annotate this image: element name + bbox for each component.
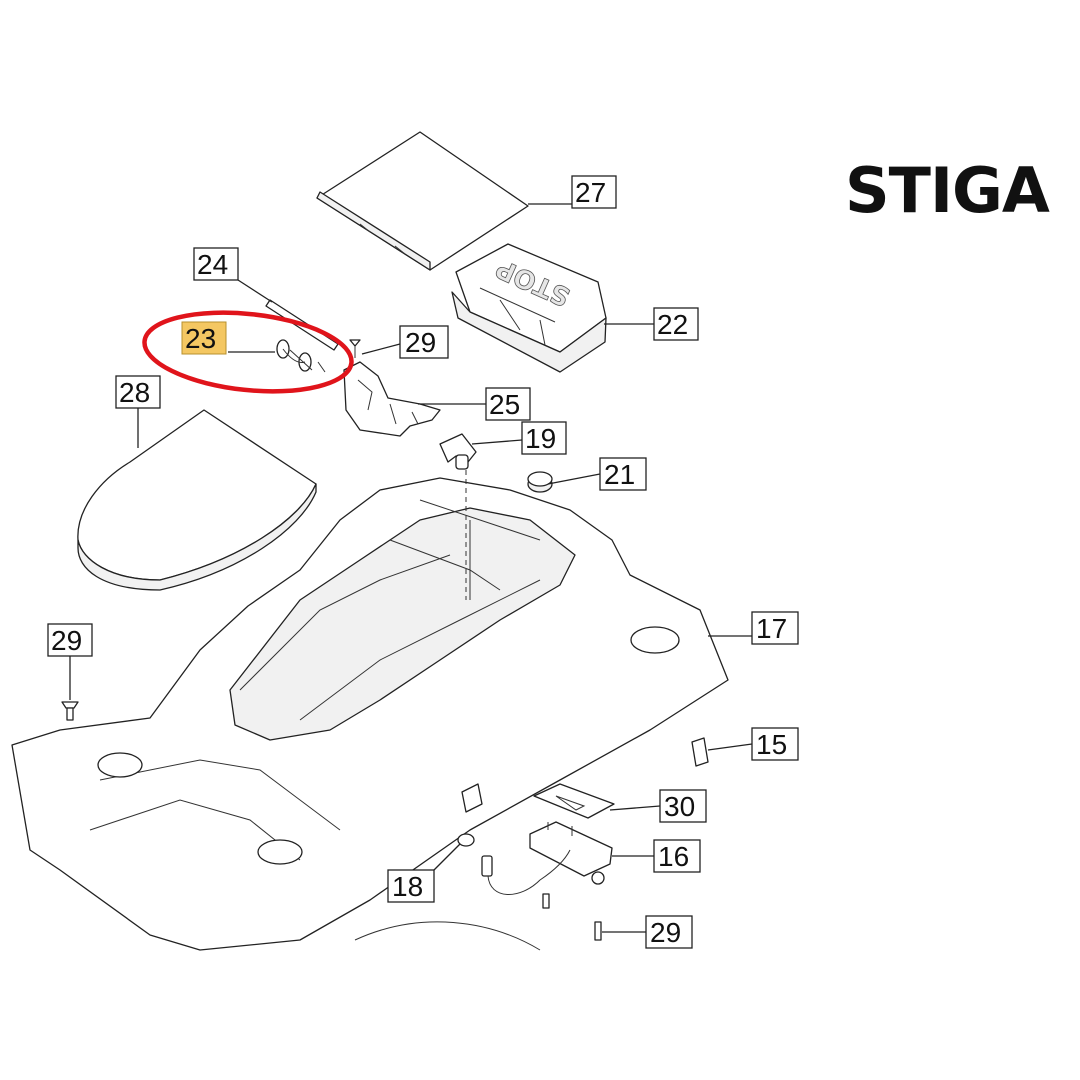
part-25-hinge-bracket (343, 361, 441, 437)
callout-21: 21 (599, 457, 647, 491)
part-15-clip (691, 737, 709, 767)
callout-22: 22 (653, 307, 699, 341)
callout-30: 30 (659, 789, 707, 823)
callout-16: 16 (653, 839, 701, 873)
callout-18: 18 (387, 869, 435, 903)
part-30-gasket (533, 783, 615, 819)
part-28-side-lid (77, 409, 317, 591)
callout-label: 30 (664, 791, 695, 822)
part-21-nut (527, 471, 553, 493)
part-29-screw-bottom (542, 893, 602, 941)
part-17-body-shell (11, 477, 729, 951)
part-23-spring (276, 339, 326, 373)
part-27-lid-cover (316, 131, 529, 271)
part-18-magnet-cable (457, 783, 571, 895)
callout-label: 23 (185, 323, 216, 354)
callout-29-top: 29 (399, 325, 449, 359)
callout-24: 24 (193, 247, 239, 281)
callout-label: 29 (650, 917, 681, 948)
part-16-sensor-board (529, 821, 613, 885)
callout-28: 28 (115, 375, 161, 409)
callout-label: 29 (51, 625, 82, 656)
part-29-screw-left (61, 701, 79, 721)
callout-17: 17 (751, 611, 799, 645)
callout-23-highlighted: 23 (181, 321, 227, 355)
callout-15: 15 (751, 727, 799, 761)
part-22-stop-button: STOP (451, 243, 607, 373)
callout-label: 24 (197, 249, 228, 280)
callout-25: 25 (485, 387, 531, 421)
callout-label: 15 (756, 729, 787, 760)
callout-label: 21 (604, 459, 635, 490)
callout-label: 28 (119, 377, 150, 408)
callout-label: 22 (657, 309, 688, 340)
callout-19: 19 (521, 421, 567, 455)
highlight-circle (142, 310, 354, 394)
callout-29-bottom: 29 (645, 915, 693, 949)
callout-label: 17 (756, 613, 787, 644)
callout-label: 16 (658, 841, 689, 872)
callout-29-left: 29 (47, 623, 93, 657)
part-19-knob (439, 433, 477, 470)
callout-label: 18 (392, 871, 423, 902)
callout-label: 25 (489, 389, 520, 420)
callout-label: 29 (405, 327, 436, 358)
callout-label: 19 (525, 423, 556, 454)
leader-lines (69, 203, 753, 933)
stiga-logo: STIGA (845, 154, 1050, 227)
part-29-screw-top (349, 339, 361, 358)
callout-label: 27 (575, 177, 606, 208)
callout-27: 27 (571, 175, 617, 209)
